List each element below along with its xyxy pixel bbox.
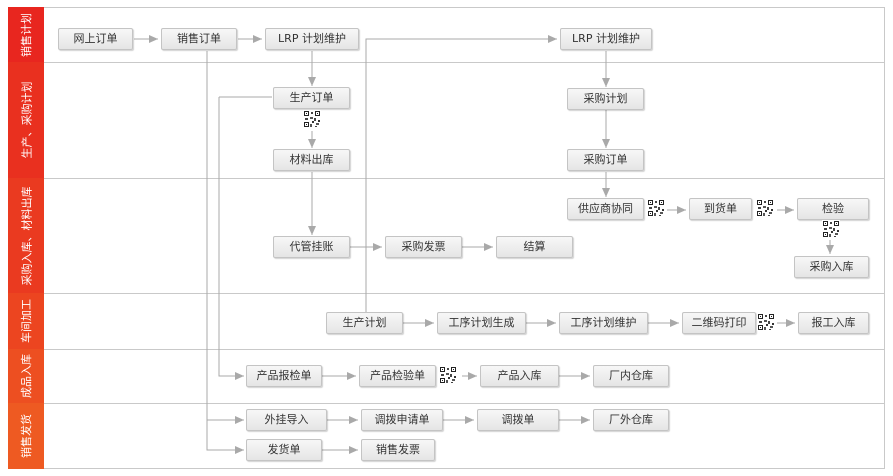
node-delivery-note[interactable]: 发货单 [246, 439, 322, 461]
lane-finished-goods: 成品入库 [8, 349, 44, 403]
node-product-inspection[interactable]: 产品检验单 [359, 365, 436, 387]
node-transfer-request[interactable]: 调拨申请单 [361, 409, 443, 431]
lane-divider [44, 178, 885, 179]
node-material-out[interactable]: 材料出库 [273, 149, 350, 171]
node-purchase-in[interactable]: 采购入库 [794, 256, 869, 278]
qr-code-icon [757, 313, 775, 331]
node-purchase-order[interactable]: 采购订单 [567, 149, 644, 171]
node-work-report-in[interactable]: 报工入库 [798, 312, 869, 334]
lane-purchase-material: 采购入库、材料出库 [8, 178, 44, 293]
node-factory-warehouse[interactable]: 厂内仓库 [593, 365, 669, 387]
node-inspection[interactable]: 检验 [797, 198, 869, 220]
lane-divider [44, 293, 885, 294]
node-external-warehouse[interactable]: 厂外仓库 [593, 409, 669, 431]
lane-divider [44, 62, 885, 63]
node-online-order[interactable]: 网上订单 [58, 28, 133, 50]
lane-divider [44, 349, 885, 350]
node-settlement[interactable]: 结算 [496, 236, 573, 258]
arrow-production-plan-branch [365, 35, 557, 314]
node-qr-print[interactable]: 二维码打印 [682, 312, 756, 334]
lane-divider [44, 403, 885, 404]
lane-sales-delivery: 销售发货 [8, 403, 44, 469]
node-arrival[interactable]: 到货单 [689, 198, 752, 220]
arrow-sales-order-to-downstream [206, 51, 244, 454]
qr-code-icon [822, 220, 840, 238]
node-purchase-invoice[interactable]: 采购发票 [385, 236, 462, 258]
node-outsourced-import[interactable]: 外挂导入 [246, 409, 327, 431]
node-process-plan-generate[interactable]: 工序计划生成 [437, 312, 526, 334]
lane-workshop: 车间加工 [8, 293, 44, 349]
node-transfer-order[interactable]: 调拨单 [477, 409, 559, 431]
node-production-order[interactable]: 生产订单 [273, 87, 350, 109]
node-product-inspect-report[interactable]: 产品报检单 [246, 365, 322, 387]
node-lrp-maintenance-2[interactable]: LRP 计划维护 [560, 28, 652, 50]
node-lrp-maintenance-1[interactable]: LRP 计划维护 [265, 28, 359, 50]
node-sales-order[interactable]: 销售订单 [161, 28, 237, 50]
qr-code-icon [439, 366, 457, 384]
node-purchase-plan[interactable]: 采购计划 [567, 88, 644, 110]
node-product-in[interactable]: 产品入库 [480, 365, 559, 387]
qr-code-icon [756, 199, 774, 217]
node-supplier-collaboration[interactable]: 供应商协同 [567, 198, 644, 220]
node-production-plan[interactable]: 生产计划 [326, 312, 403, 334]
node-process-plan-maintain[interactable]: 工序计划维护 [559, 312, 648, 334]
arrow-to-production-order [218, 97, 244, 380]
node-consign-charge[interactable]: 代管挂账 [273, 236, 350, 258]
lane-sales-plan: 销售计划 [8, 7, 44, 62]
qr-code-icon [303, 110, 321, 128]
lane-production-purchase-plan: 生产、采购计划 [8, 62, 44, 178]
node-sales-invoice[interactable]: 销售发票 [361, 439, 435, 461]
qr-code-icon [647, 199, 665, 217]
